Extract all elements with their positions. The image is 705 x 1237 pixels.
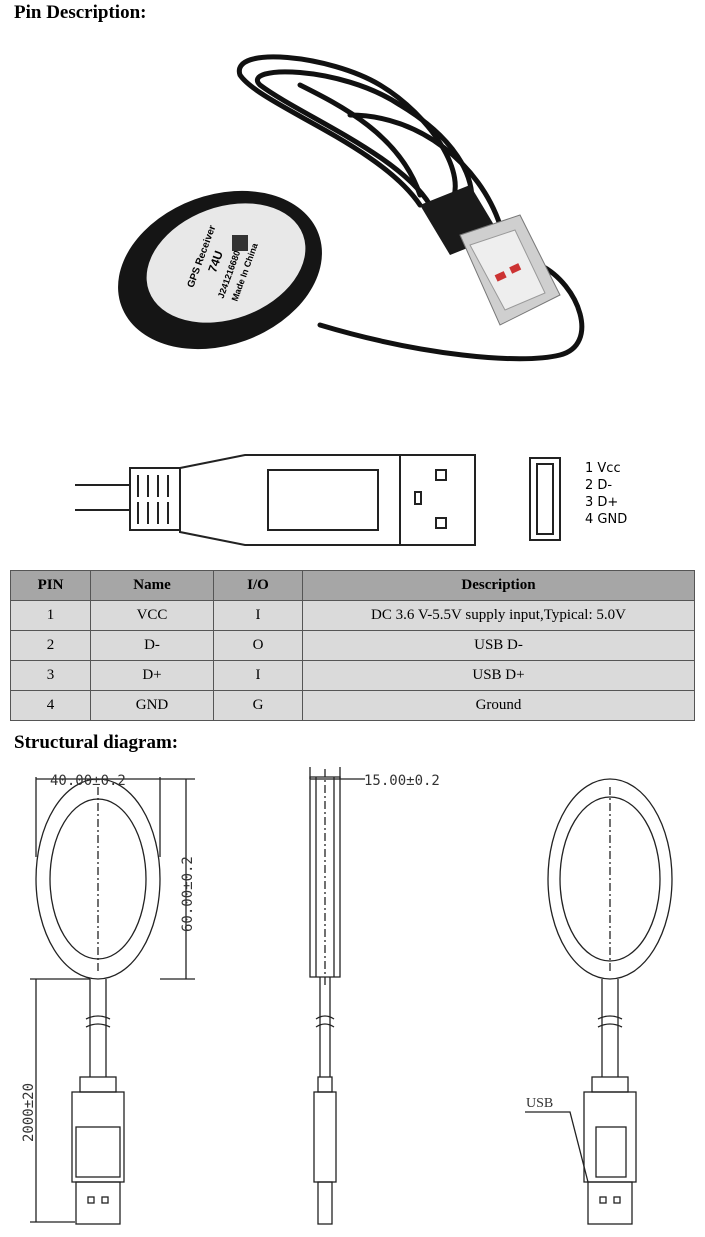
header-io: I/O (213, 570, 303, 601)
cell: G (213, 690, 303, 721)
cell: 1 (10, 600, 91, 631)
structural-diagram: 40.00±0.2 15.00±0.2 60.00±0.2 2000±20 US… (21, 767, 673, 1225)
cell: Ground (302, 690, 695, 721)
pin-description-title: Pin Description: (14, 2, 147, 23)
cell: 2 (10, 630, 91, 661)
cell: USB D+ (302, 660, 695, 691)
usb-label: USB (526, 1096, 553, 1111)
header-description: Description (302, 570, 695, 601)
header-pin: PIN (10, 570, 91, 601)
cell: USB D- (302, 630, 695, 661)
cell: DC 3.6 V-5.5V supply input,Typical: 5.0V (302, 600, 695, 631)
cell: I (213, 600, 303, 631)
cell: O (213, 630, 303, 661)
height-dimension: 60.00±0.2 (180, 856, 196, 932)
cell: I (213, 660, 303, 691)
connector-pin-4: 4 GND (585, 512, 627, 527)
cable-length-dimension: 2000±20 (21, 1083, 37, 1142)
cell: GND (90, 690, 214, 721)
cell: D+ (90, 660, 214, 691)
cell: 4 (10, 690, 91, 721)
cell: VCC (90, 600, 214, 631)
width-dimension: 40.00±0.2 (50, 773, 126, 789)
cell: 3 (10, 660, 91, 691)
qr-code-icon (232, 235, 248, 251)
connector-pin-1: 1 Vcc (585, 461, 621, 476)
connector-pin-2: 2 D- (585, 478, 612, 493)
thickness-dimension: 15.00±0.2 (364, 773, 440, 789)
table-header-row: PIN Name I/O Description (10, 570, 695, 601)
cell: D- (90, 630, 214, 661)
usb-connector-drawing: 1 Vcc 2 D- 3 D+ 4 GND (75, 454, 627, 546)
product-photo: GPS Receiver 74U J241216680605 Made In C… (118, 54, 585, 362)
connector-pin-3: 3 D+ (585, 495, 618, 510)
structural-diagram-title: Structural diagram: (14, 732, 179, 753)
header-name: Name (90, 570, 214, 601)
